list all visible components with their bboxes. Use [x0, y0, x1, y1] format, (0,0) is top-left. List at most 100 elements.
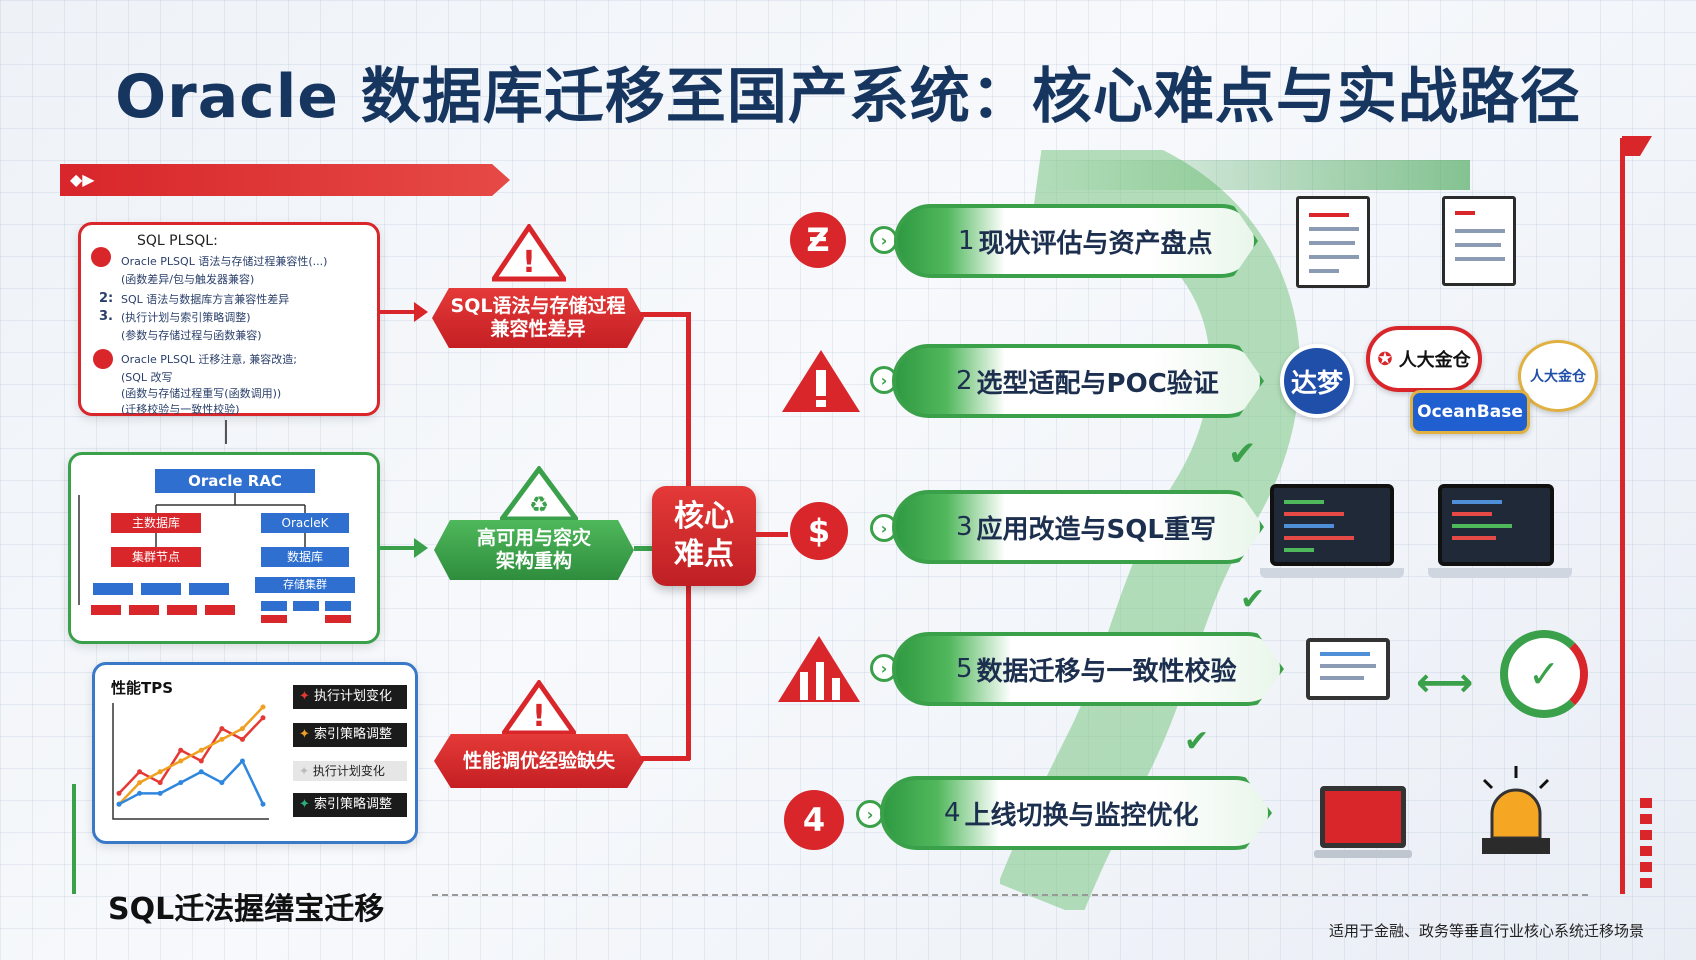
data-point	[239, 736, 245, 742]
kingbase-logo-2: 人大金仓	[1518, 340, 1598, 412]
legend-item: ✦ 索引策略调整	[293, 723, 407, 747]
arrow-line	[380, 310, 418, 314]
data-point	[198, 758, 204, 764]
dollar-icon: $	[790, 502, 848, 560]
monitor-icon	[1306, 638, 1390, 700]
sql-line-number: 2:	[99, 291, 114, 306]
gear-alert-icon: 4	[784, 790, 844, 850]
data-point	[157, 769, 163, 775]
dameng-logo: 达梦	[1280, 344, 1354, 418]
data-point	[219, 780, 225, 786]
arrow-head-icon	[414, 302, 428, 322]
data-point	[157, 780, 163, 786]
banner-arrows-icon: ◆▶	[70, 170, 95, 189]
sql-line: Oracle PLSQL 迁移注意, 兼容改造;	[121, 353, 298, 366]
arrow-line	[380, 546, 418, 550]
data-point	[260, 801, 266, 807]
warning-circle-icon	[91, 247, 111, 267]
alert-triangle-icon	[782, 350, 860, 412]
data-point	[219, 726, 225, 732]
document-icon	[1442, 196, 1516, 286]
footer-note: 适用于金融、政务等垂直行业核心系统迁移场景	[1328, 922, 1644, 940]
difficulty-perf-tag: 性能调优经验缺失	[434, 734, 644, 788]
data-point	[157, 790, 163, 796]
data-point	[198, 769, 204, 775]
sql-line: (SQL 改写	[121, 371, 173, 384]
check-arrow-icon: ✔	[1240, 582, 1266, 617]
oracle-rac-panel: Oracle RAC 主数据库 集群节点 OracleK 数据库 存储集群	[68, 452, 380, 644]
right-rail	[1620, 138, 1625, 894]
recycle-triangle-icon: ♻	[500, 466, 578, 522]
left-rail	[72, 784, 76, 894]
warning-triangle-icon: !	[502, 680, 576, 736]
svg-text:!: !	[522, 245, 536, 280]
rac-top-node: Oracle RAC	[155, 469, 315, 493]
verify-clock-icon: ✓	[1500, 630, 1588, 718]
red-star-icon: ✦	[299, 689, 310, 704]
svg-text:♻: ♻	[529, 493, 549, 518]
series-line-2	[118, 758, 265, 806]
rac-left-node: 主数据库	[111, 513, 201, 533]
laptop-code-icon	[1428, 484, 1572, 578]
sql-line: (函数与存储过程重写(函数调用))	[121, 387, 282, 400]
data-point	[219, 736, 225, 742]
data-point	[137, 769, 143, 775]
data-point	[116, 801, 122, 807]
page-title: Oracle 数据库迁移至国产系统：核心难点与实战路径	[115, 62, 1581, 132]
sync-arrows-icon: ⟷	[1416, 660, 1474, 706]
data-point	[178, 758, 184, 764]
warning-triangle-icon: !	[492, 224, 566, 282]
alert-monitor-icon	[1320, 786, 1406, 848]
chart-rising-icon	[778, 636, 860, 702]
core-connector	[756, 532, 788, 537]
rac-left-node: 集群节点	[111, 547, 201, 567]
performance-panel: 性能TPS ✦ 执行计划变化 ✦ 索引策略调整 ✦ 执行计划变化 ✦ 索引策略调…	[92, 662, 418, 844]
sql-line: SQL 语法与数据库方言兼容性差异	[121, 293, 290, 306]
panel-connector	[225, 420, 227, 444]
core-difficulty-box: 核心难点	[652, 486, 756, 586]
sql-line: Oracle PLSQL 语法与存储过程兼容性(...)	[121, 255, 328, 268]
data-point	[260, 704, 266, 710]
sql-line-number: 3.	[99, 309, 113, 324]
svg-text:!: !	[532, 699, 546, 734]
rac-right-node: OracleK	[261, 513, 349, 533]
rac-diagram-lines	[78, 493, 351, 623]
perf-chart-label: 性能TPS	[111, 679, 174, 697]
legend-item: ✦ 执行计划变化	[293, 761, 407, 781]
sql-plsql-panel: SQL PLSQL: Oracle PLSQL 语法与存储过程兼容性(...) …	[78, 222, 380, 416]
green-star-icon: ✦	[299, 797, 310, 812]
core-connector	[640, 312, 690, 317]
data-point	[137, 780, 143, 786]
data-point	[198, 747, 204, 753]
core-connector	[640, 756, 690, 761]
difficulty-sql-tag: SQL语法与存储过程兼容性差异	[432, 288, 644, 348]
chevron-right-icon: ›	[856, 800, 884, 828]
check-arrow-icon: ✔	[1184, 724, 1210, 759]
kingbase-logo: ✪ 人大金仓	[1366, 326, 1482, 392]
tps-line-chart	[112, 703, 269, 820]
gray-star-icon: ✦	[299, 764, 310, 778]
chevron-right-icon: ›	[870, 226, 898, 254]
yellow-star-icon: ✦	[299, 727, 310, 742]
rac-right-node: 数据库	[261, 547, 349, 567]
data-point	[239, 758, 245, 764]
difficulty-ha-tag: 高可用与容灾架构重构	[434, 520, 634, 580]
check-arrow-icon: ✔	[1228, 434, 1257, 474]
kingbase-mark-icon: ✪	[1377, 348, 1393, 370]
top-green-band	[1030, 160, 1470, 190]
alarm-light-icon	[1482, 766, 1550, 854]
data-point	[260, 715, 266, 721]
core-connector	[634, 546, 654, 551]
sql-line: (迁移校验与一致性校验)	[121, 403, 240, 416]
rail-ticks	[1640, 798, 1652, 894]
arrow-head-icon	[414, 538, 428, 558]
monitor-base	[1314, 850, 1412, 858]
warning-circle-icon	[93, 349, 113, 369]
timer-icon: Ƶ	[790, 212, 846, 268]
sql-line: (执行计划与索引策略调整)	[121, 311, 251, 324]
